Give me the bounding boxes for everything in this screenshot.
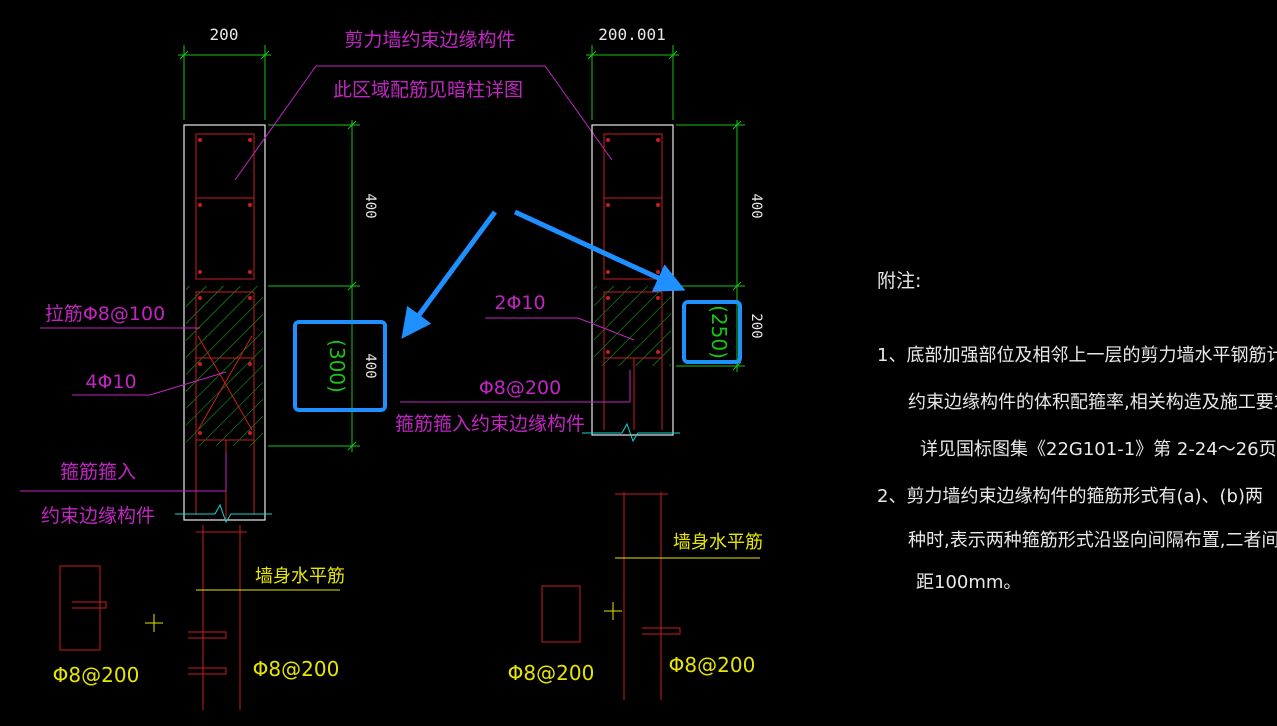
left-box-label: (300) bbox=[325, 339, 349, 393]
bottom-left-rebar-2: Φ8@200 bbox=[253, 657, 340, 681]
note-2-line-2: 种时,表示两种箍筋形式沿竖向间隔布置,二者间 bbox=[908, 530, 1277, 551]
note-1-line-1: 1、底部加强部位及相邻上一层的剪力墙水平钢筋计入 bbox=[877, 345, 1277, 366]
four-phi10-label: 4Φ10 bbox=[85, 371, 136, 393]
right-highlight-box bbox=[682, 300, 742, 364]
note-2-line-3: 距100mm。 bbox=[916, 572, 1021, 593]
right-dim-top: 200.001 bbox=[598, 25, 665, 44]
title-leaders bbox=[234, 65, 613, 181]
right-dim-v1: 400 bbox=[748, 193, 764, 218]
right-dim-v2: 200 bbox=[748, 313, 764, 338]
right-annotations bbox=[400, 317, 635, 403]
left-dim-v1: 400 bbox=[362, 193, 378, 218]
two-phi10-label: 2Φ10 bbox=[494, 292, 545, 314]
left-highlight-box bbox=[293, 320, 387, 412]
left-hatch-zone bbox=[186, 286, 263, 446]
arrow-to-left-box bbox=[401, 210, 498, 339]
stirrup-left-line-1: 箍筋箍入 bbox=[60, 461, 136, 483]
bottom-left-rebar-1: Φ8@200 bbox=[53, 663, 140, 687]
right-column: 200.001 400 200 (250) bbox=[582, 25, 764, 443]
stirrup-mid-label: 箍筋箍入约束边缘构件 bbox=[395, 413, 585, 435]
note-1-line-3: 详见国标图集《22G101-1》第 2-24～26页。 bbox=[920, 439, 1277, 460]
bottom-right-rebar-1: Φ8@200 bbox=[508, 661, 595, 685]
left-dim-v2: 400 bbox=[362, 353, 378, 378]
wall-horiz-left-label: 墙身水平筋 bbox=[255, 566, 345, 587]
bottom-left-detail bbox=[59, 525, 340, 710]
note-1-line-2: 约束边缘构件的体积配箍率,相关构造及施工要求 bbox=[908, 392, 1277, 413]
blue-arrows bbox=[401, 209, 686, 339]
wall-horiz-right-label: 墙身水平筋 bbox=[673, 532, 763, 553]
right-box-label: (250) bbox=[707, 305, 731, 359]
title-line-1: 剪力墙约束边缘构件 bbox=[344, 29, 515, 51]
left-dim-top: 200 bbox=[210, 25, 239, 44]
stirrup-left-line-2: 约束边缘构件 bbox=[41, 505, 155, 527]
left-annotations bbox=[20, 327, 227, 492]
title-line-2: 此区域配筋见暗柱详图 bbox=[333, 79, 523, 101]
left-column: 200 400 bbox=[175, 25, 387, 524]
note-2-line-1: 2、剪力墙约束边缘构件的箍筋形式有(a)、(b)两 bbox=[877, 486, 1263, 507]
notes-heading: 附注: bbox=[877, 270, 921, 292]
arrow-to-right-box bbox=[513, 209, 686, 292]
phi8-200-mid-label: Φ8@200 bbox=[479, 377, 561, 399]
notes-block: 附注: 1、底部加强部位及相邻上一层的剪力墙水平钢筋计入 约束边缘构件的体积配箍… bbox=[877, 270, 1277, 593]
bottom-right-detail bbox=[541, 492, 760, 700]
tie-bar-label: 拉筋Φ8@100 bbox=[45, 303, 165, 325]
bottom-right-rebar-2: Φ8@200 bbox=[669, 653, 756, 677]
